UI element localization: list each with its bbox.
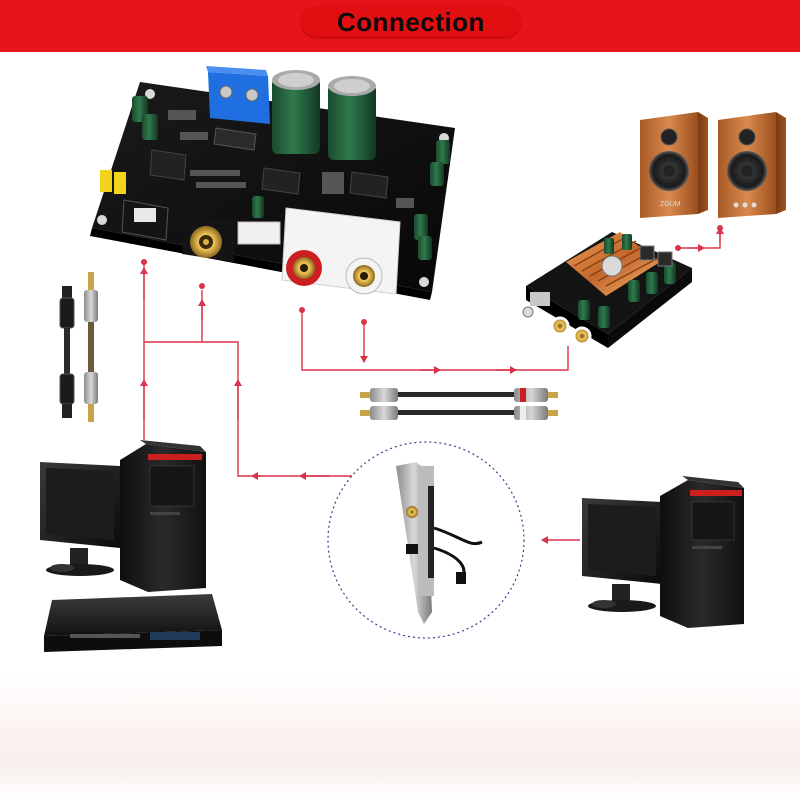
rca-audio-cable (360, 388, 558, 420)
capacitor-large (272, 70, 320, 154)
speaker-right (718, 112, 786, 218)
optical-cable (59, 286, 75, 418)
desktop-computer-left (40, 440, 206, 592)
desktop-computer-right (582, 476, 744, 628)
coaxial-cable (84, 272, 98, 422)
connection-line (678, 230, 721, 249)
ic-chip (149, 127, 389, 199)
dvd-player (44, 594, 222, 652)
connection-dots (141, 225, 723, 325)
capacitor-small (132, 96, 450, 260)
mount-hole (145, 89, 155, 99)
pin-headers (168, 110, 414, 208)
speaker-left: ZGUM (640, 112, 708, 218)
highlight-circle (327, 441, 525, 639)
rca-output-block (281, 207, 401, 295)
connection-line (301, 310, 569, 371)
jst-connector (237, 221, 281, 245)
footer-band (0, 676, 800, 800)
terminal-block (206, 66, 270, 124)
mount-hole (419, 277, 429, 287)
decoder-board (90, 66, 455, 300)
optical-jack (121, 199, 169, 241)
yellow-capacitor (100, 170, 126, 194)
connection-lines (140, 227, 724, 544)
title-pill: Connection (300, 5, 522, 39)
capacitor-large (328, 76, 376, 160)
spdif-bracket-card (327, 441, 525, 639)
coax-jack (182, 214, 236, 262)
page-title: Connection (337, 6, 485, 37)
speaker-brand-mark: ZGUM (660, 201, 681, 208)
speaker-pair: ZGUM (640, 112, 786, 218)
mount-hole (97, 215, 107, 225)
amplifier-board (522, 232, 692, 348)
